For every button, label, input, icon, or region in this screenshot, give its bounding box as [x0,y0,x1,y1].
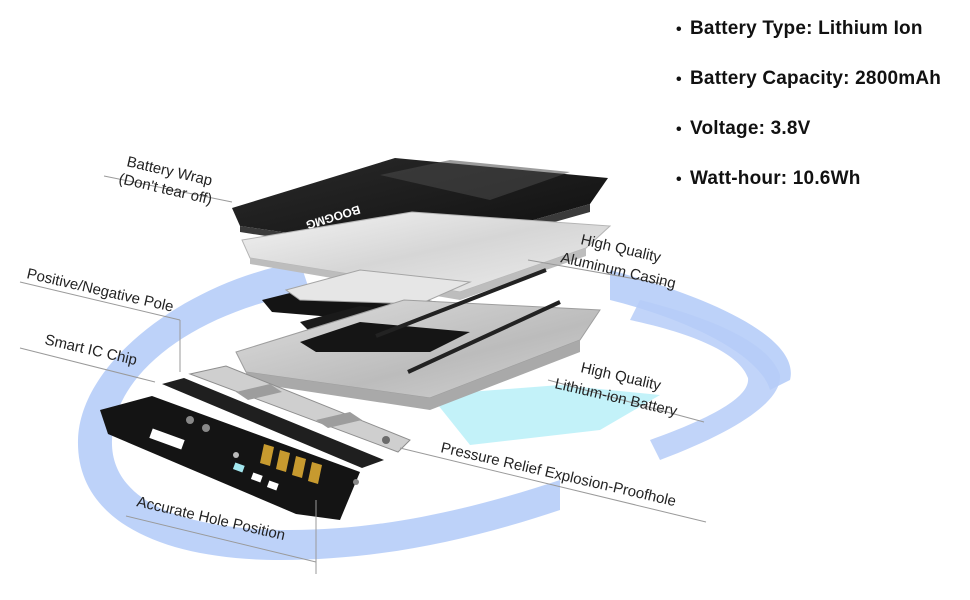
insulation-sheet [284,269,472,305]
spec-voltage: • Voltage: 3.8V [676,114,941,164]
ic-board-pad-1 [232,462,245,473]
ic-board-pad-2 [250,472,263,483]
ic-board-pad-3 [266,480,279,491]
leader-pressure-relief [399,447,707,523]
bullet-icon: • [676,71,682,88]
ic-board-hole-2 [202,424,210,432]
spec-watt-hour: • Watt-hour: 10.6Wh [676,164,941,214]
pole-terminal-2 [316,412,362,428]
leader-smart-ic [19,347,156,383]
spec-battery-type: • Battery Type: Lithium Ion [676,14,941,64]
leader-hole-position-a [125,515,317,563]
blue-ring-right-arc [630,300,781,460]
spec-battery-type-text: Battery Type: Lithium Ion [690,18,923,39]
cell-black-tape [300,322,470,352]
wrap-label-area [380,160,570,200]
ic-board-top [162,378,384,468]
ic-board-slot [149,428,185,450]
spec-watt-hour-text: Watt-hour: 10.6Wh [690,168,861,189]
cell-lead-1 [375,268,547,338]
cyan-glow [430,385,660,445]
bullet-icon: • [676,121,682,138]
ic-board-hole-1 [186,416,194,424]
gold-contact-4 [308,462,322,484]
spec-battery-capacity: • Battery Capacity: 2800mAh [676,64,941,114]
smart-ic-board [100,396,360,520]
pressure-relief-hole [382,436,390,444]
blue-ring [77,262,791,560]
ic-board-hole-3 [233,452,239,458]
leader-battery-wrap [103,175,233,203]
pole-terminal-1 [236,384,282,400]
gold-contact-3 [292,456,306,478]
spec-voltage-text: Voltage: 3.8V [690,118,811,139]
leader-aluminum-casing [527,259,665,285]
gold-contact-1 [260,444,274,466]
leader-pole-a [19,281,181,321]
leader-lithium-battery [547,379,705,423]
gold-contact-2 [276,450,290,472]
bullet-icon: • [676,171,682,188]
spec-battery-capacity-text: Battery Capacity: 2800mAh [690,68,942,89]
label-smart-ic-chip: Smart IC Chip [43,331,139,369]
bullet-icon: • [676,21,682,38]
label-positive-negative-pole: Positive/Negative Pole [25,265,175,315]
callout-leaders [19,175,707,574]
cell-lead-2 [407,300,561,374]
ic-board-hole-4 [353,479,359,485]
spec-list: • Battery Type: Lithium Ion • Battery Capa… [676,14,941,214]
lithium-ion-cell-edge [246,340,580,410]
